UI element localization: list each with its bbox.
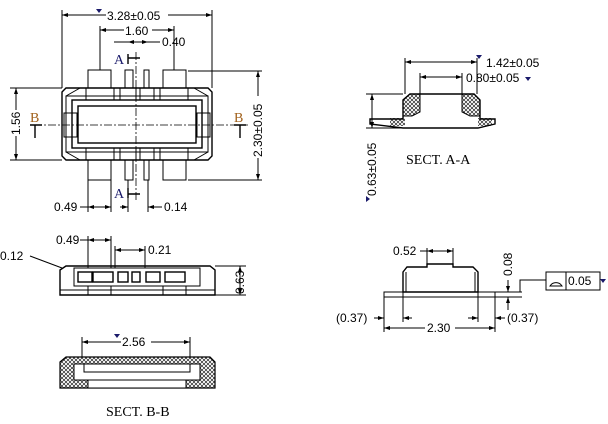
section-a-label-bottom: A — [114, 187, 125, 202]
front-view: 0.12 0.49 0.21 0.63 — [0, 233, 247, 296]
side-view: 0.52 0.08 0.05 (0.37) (0.37) 2.30 — [336, 244, 606, 335]
length-dim: 2.56 — [122, 335, 146, 349]
inner-dim: 0.80±0.05 — [466, 71, 520, 85]
right-flange-dim: (0.37) — [507, 311, 538, 325]
profile-of-surface-icon — [549, 282, 563, 287]
section-a-a-caption: SECT. A-A — [406, 153, 471, 168]
width-dim: 3.28±0.05 — [107, 9, 161, 23]
section-a-label-top: A — [114, 53, 125, 68]
top-view: 3.28±0.05 1.60 0.40 A A B B 1.56 2.30±0.… — [8, 8, 265, 214]
chamfer-dim: 0.12 — [0, 249, 24, 263]
section-b-b: 2.56 SECT. B-B — [59, 334, 216, 420]
pin-gap-dim: 0.21 — [148, 243, 172, 257]
section-b-b-caption: SECT. B-B — [106, 405, 170, 420]
small-pin-dim: 0.14 — [164, 200, 188, 214]
height-dim: 0.63±0.05 — [365, 142, 379, 196]
section-a-a: 1.42±0.05 0.80±0.05 0.63±0.05 SECT. A-A — [365, 55, 546, 202]
width-dim: 2.30 — [427, 321, 451, 335]
section-b-label-left: B — [30, 111, 39, 126]
outer-dim: 1.42±0.05 — [486, 56, 540, 70]
gap-dim: 0.40 — [162, 35, 186, 49]
flatness-value: 0.05 — [568, 274, 592, 288]
step-dim: 0.08 — [501, 252, 515, 276]
pitch-dim: 1.60 — [125, 24, 149, 38]
total-height-dim: 2.30±0.05 — [251, 103, 265, 157]
flatness-callout: 0.05 — [545, 271, 606, 291]
section-b-label-right: B — [234, 111, 243, 126]
top-dim: 0.52 — [393, 244, 417, 258]
pin-width-dim: 0.49 — [56, 233, 80, 247]
left-flange-dim: (0.37) — [336, 311, 367, 325]
height-dim: 0.63 — [233, 270, 247, 294]
height-dim: 1.56 — [9, 111, 23, 135]
pin-width-dim: 0.49 — [54, 200, 78, 214]
